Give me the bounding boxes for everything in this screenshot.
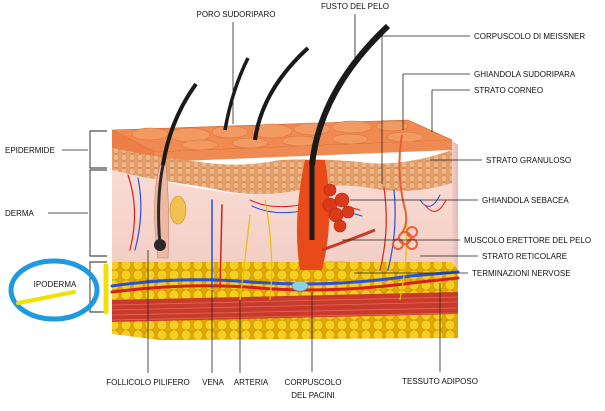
hair-right — [223, 57, 250, 131]
label-strato-granuloso: STRATO GRANULOSO — [486, 156, 571, 165]
label-strato-reticolare: STRATO RETICOLARE — [482, 252, 567, 261]
ipoderma-highlight-stroke — [16, 290, 76, 305]
label-vena: VENA — [202, 378, 224, 387]
label-muscolo-erettore: MUSCOLO ERETTORE DEL PELO — [464, 236, 591, 245]
epidermis-surface-cells — [131, 120, 424, 151]
hair-follicle-left — [154, 82, 198, 259]
ipoderma-highlight-circle — [8, 258, 100, 322]
label-corpuscolo-pacini-line1: CORPUSCOLO — [285, 378, 342, 387]
label-follicolo-pilifero: FOLLICOLO PILIFERO — [106, 378, 190, 387]
sweat-gland — [392, 134, 418, 250]
label-fusto-del-pelo: FUSTO DEL PELO — [321, 2, 389, 11]
label-epidermide: EPIDERMIDE — [5, 146, 55, 155]
label-poro-sudoriparo: PORO SUDORIPARO — [197, 10, 276, 19]
label-corpuscolo-di-meissner: CORPUSCOLO DI MEISSNER — [474, 32, 585, 41]
leader-lines — [48, 14, 482, 373]
label-derma: DERMA — [5, 209, 35, 218]
fat-bottom-row — [112, 314, 458, 340]
label-ipoderma: IPODERMA — [34, 280, 77, 289]
label-ghiandola-sebacea: GHIANDOLA SEBACEA — [482, 196, 569, 205]
layer-brackets — [89, 130, 107, 313]
label-terminazioni-nervose: TERMINAZIONI NERVOSE — [472, 269, 571, 278]
pacini-corpuscle — [291, 280, 309, 292]
label-corpuscolo-pacini-line2: DEL PACINI — [291, 391, 335, 400]
granular-layer — [112, 148, 452, 195]
label-ghiandola-sudoripara: GHIANDOLA SUDORIPARA — [474, 70, 576, 79]
hair-middle — [253, 46, 310, 141]
label-arteria: ARTERIA — [234, 378, 269, 387]
label-strato-corneo: STRATO CORNEO — [474, 86, 543, 95]
label-tessuto-adiposo: TESSUTO ADIPOSO — [402, 377, 478, 386]
dermis-right-face — [452, 140, 458, 270]
epidermis-front-band — [155, 140, 452, 162]
dermis — [112, 170, 452, 262]
